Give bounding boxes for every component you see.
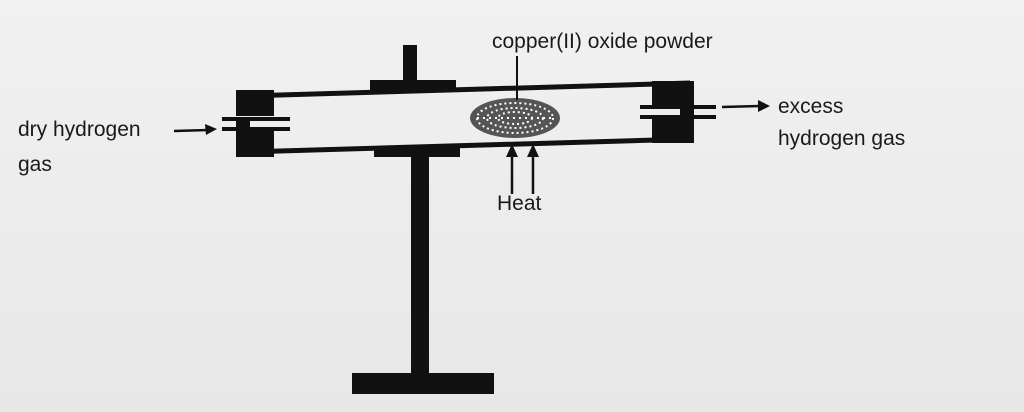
heat-arrows [506, 144, 539, 194]
outlet-arrow [721, 100, 770, 112]
heat-label: Heat [497, 192, 542, 215]
stand-base [352, 373, 494, 394]
clamp-top [370, 80, 456, 91]
inlet-arrow [173, 124, 217, 135]
outlet-label-line1: excess [778, 95, 844, 118]
clamp-bottom [374, 146, 460, 157]
retort-stand [352, 45, 494, 394]
combustion-tube [245, 80, 691, 155]
inlet-label-line1: dry hydrogen [18, 118, 141, 141]
copper-oxide-powder [470, 98, 560, 138]
inlet-stopper [222, 90, 290, 157]
tube-top-wall [245, 80, 691, 99]
outlet-label-line2: hydrogen gas [778, 127, 906, 150]
copper-oxide-label: copper(II) oxide powder [492, 30, 713, 53]
stand-rod [411, 150, 429, 378]
outlet-stopper [640, 81, 716, 143]
inlet-label-line2: gas [18, 153, 52, 176]
tube-bottom-wall [245, 136, 691, 155]
clamp-top-post [403, 45, 417, 87]
